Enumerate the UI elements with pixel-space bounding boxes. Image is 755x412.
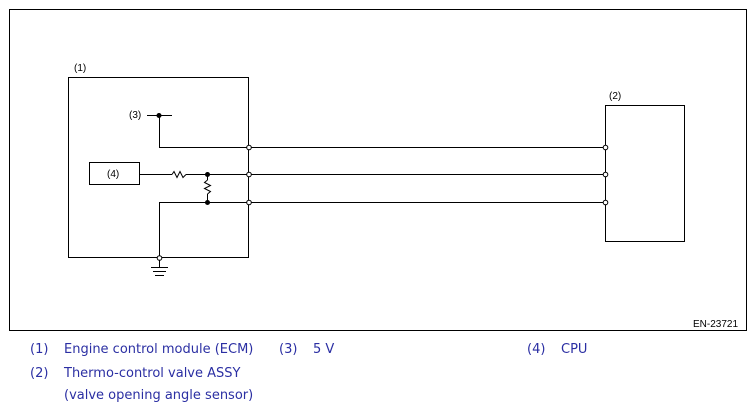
wiring-diagram: (1) (2) (3) (4) EN-23721 bbox=[9, 9, 747, 331]
ecm-terminal-2 bbox=[246, 171, 252, 178]
legend-text-2: Thermo-control valve ASSY bbox=[64, 366, 241, 381]
ecm-terminal-1 bbox=[246, 144, 252, 151]
legend-text-4: CPU bbox=[561, 342, 588, 357]
legend-text-1: Engine control module (ECM) bbox=[64, 342, 254, 357]
valve-terminal-2 bbox=[602, 171, 609, 178]
ground-symbol-icon bbox=[151, 267, 168, 276]
legend-num-4: (4) bbox=[527, 342, 546, 357]
valve-terminal-1 bbox=[602, 144, 609, 151]
legend-text-2b: (valve opening angle sensor) bbox=[64, 388, 254, 403]
diagram-frame bbox=[9, 9, 747, 331]
drawing-code: EN-23721 bbox=[693, 319, 738, 330]
ecm-terminal-3 bbox=[246, 199, 252, 206]
cpu-label: (4) bbox=[107, 169, 119, 180]
cpu-box bbox=[89, 162, 140, 185]
five-v-label: (3) bbox=[129, 110, 141, 121]
legend-num-2: (2) bbox=[30, 366, 49, 381]
pulldown-resistor bbox=[203, 179, 212, 195]
valve-terminal-3 bbox=[602, 199, 609, 206]
legend-text-3: 5 V bbox=[313, 342, 335, 357]
ecm-ground-terminal bbox=[156, 255, 163, 261]
series-resistor bbox=[171, 170, 187, 179]
ecm-label: (1) bbox=[74, 63, 86, 74]
legend-num-3: (3) bbox=[279, 342, 298, 357]
valve-label: (2) bbox=[609, 91, 621, 102]
legend-num-1: (1) bbox=[30, 342, 49, 357]
